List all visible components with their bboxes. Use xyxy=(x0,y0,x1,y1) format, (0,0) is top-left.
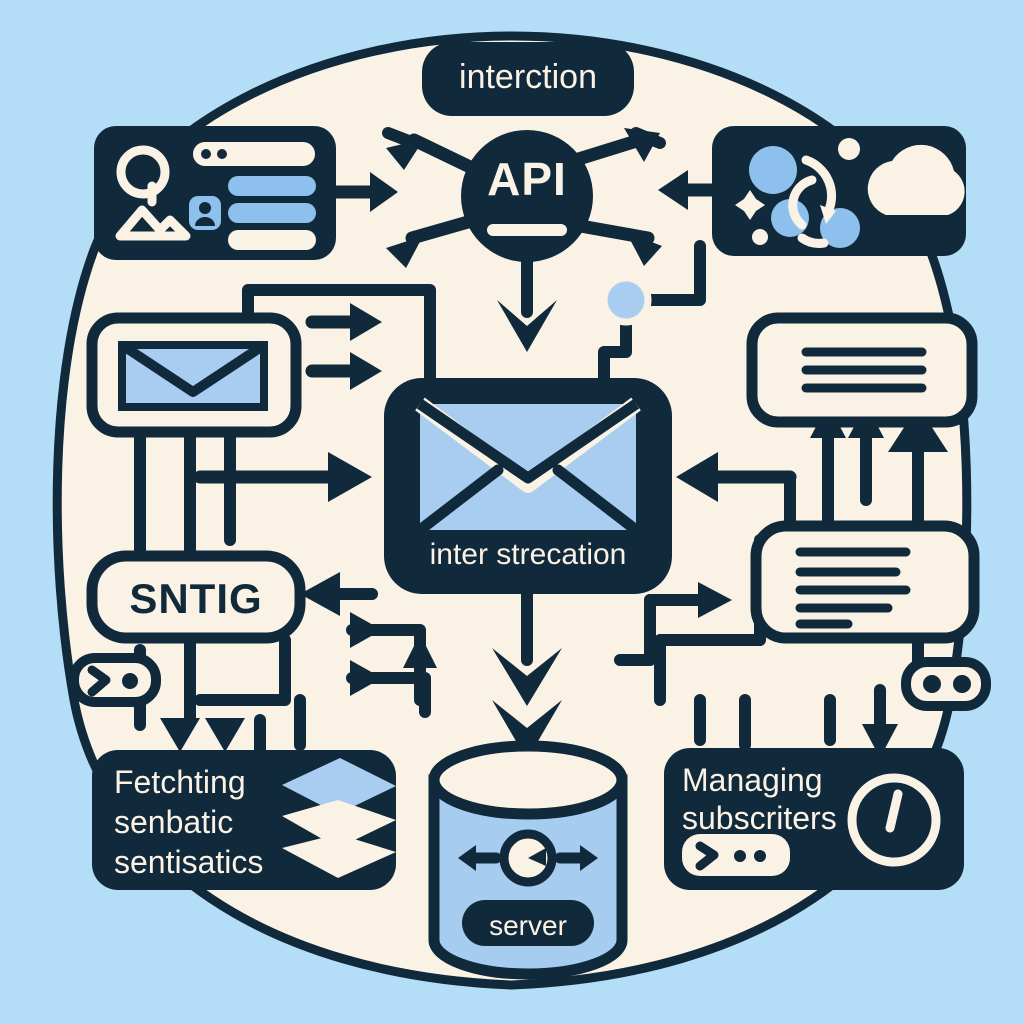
server-badge[interactable] xyxy=(462,900,594,946)
arrowhead-api-to-center xyxy=(497,300,557,352)
arrowhead-left-down-a xyxy=(160,718,200,752)
text-bar xyxy=(228,230,316,250)
arrowhead-lower-left-b xyxy=(350,660,382,696)
connector-api-ticks xyxy=(382,127,666,149)
envelope-icon xyxy=(414,397,642,536)
arrowhead-api-downright xyxy=(626,232,662,266)
arrow-right-icon xyxy=(554,845,598,871)
arrowhead-left-short-b xyxy=(350,352,382,390)
connector-node-to-center xyxy=(598,240,706,388)
arrowhead-up-left-stem xyxy=(403,634,437,668)
document-lines-icon xyxy=(795,547,911,629)
dot-icon xyxy=(923,675,941,693)
top-badge[interactable] xyxy=(422,42,634,116)
dot-icon xyxy=(953,675,971,693)
arrowhead-left-down-b xyxy=(205,718,245,752)
arrowhead-lower-left-a xyxy=(350,612,382,648)
right-dots-chip[interactable] xyxy=(901,657,991,711)
arrowhead-right-up-big xyxy=(888,406,948,452)
sparkle-icon xyxy=(735,190,765,220)
orbit-arc-3 xyxy=(797,233,829,248)
arrowhead-right-doc-in xyxy=(698,582,732,618)
layers-stack-icon xyxy=(282,758,396,878)
center-card[interactable] xyxy=(384,378,672,594)
arrowhead-topright-to-api xyxy=(658,170,688,210)
cloud-icon xyxy=(867,144,965,215)
connector-left-short-arrows xyxy=(193,315,359,484)
arrowhead-center-to-db2 xyxy=(492,700,562,760)
dot-tiny xyxy=(752,229,768,245)
person-avatar-icon xyxy=(189,196,221,230)
connector-right-doc-in xyxy=(614,594,706,666)
orbit-arc-2 xyxy=(788,175,817,230)
dot-icon xyxy=(122,673,138,689)
arrowhead-right-down xyxy=(862,724,898,758)
right-list-card[interactable] xyxy=(746,312,978,428)
text-bar xyxy=(228,176,316,196)
arrowhead-into-sntig xyxy=(300,572,340,616)
right-document-card[interactable] xyxy=(750,520,980,644)
blue-circle-node[interactable] xyxy=(600,274,652,326)
top-left-media-card[interactable] xyxy=(94,126,336,260)
orbit-arrow-icon xyxy=(801,155,837,217)
image-icon xyxy=(115,205,191,241)
chevron-right-icon xyxy=(87,665,111,697)
database-cylinder[interactable] xyxy=(428,740,628,980)
dot-small xyxy=(838,138,860,160)
arrowhead-api-downleft xyxy=(386,236,423,268)
search-q-icon xyxy=(116,145,170,207)
api-hub[interactable] xyxy=(461,130,593,262)
top-right-cloud-card[interactable] xyxy=(712,126,966,256)
bottom-left-analytics-card[interactable] xyxy=(92,750,396,890)
left-envelope-card[interactable] xyxy=(86,312,302,438)
list-lines-icon xyxy=(801,347,927,393)
arrowhead-topleft-to-api xyxy=(370,172,398,212)
terminal-chip-icon[interactable] xyxy=(682,834,790,876)
text-bar xyxy=(228,203,316,223)
arrowhead-left-mid xyxy=(328,452,372,502)
left-terminal-chip[interactable] xyxy=(69,653,161,707)
dot-large xyxy=(749,146,797,194)
bottom-right-subscribers-card[interactable] xyxy=(664,748,964,890)
browser-bar-icon xyxy=(193,142,315,166)
arrowhead-center-to-db xyxy=(492,648,562,706)
arrow-left-icon xyxy=(458,845,502,871)
clock-icon xyxy=(499,829,557,887)
connector-left-rails xyxy=(134,284,436,731)
sntig-pill[interactable] xyxy=(86,550,306,644)
orbit-arrowhead xyxy=(820,205,836,224)
arrowhead-right-into-center xyxy=(676,452,718,502)
clock-icon xyxy=(847,773,941,867)
arrowhead-left-short-a xyxy=(350,303,382,341)
envelope-icon xyxy=(118,340,268,411)
api-underline-bar xyxy=(487,224,567,236)
